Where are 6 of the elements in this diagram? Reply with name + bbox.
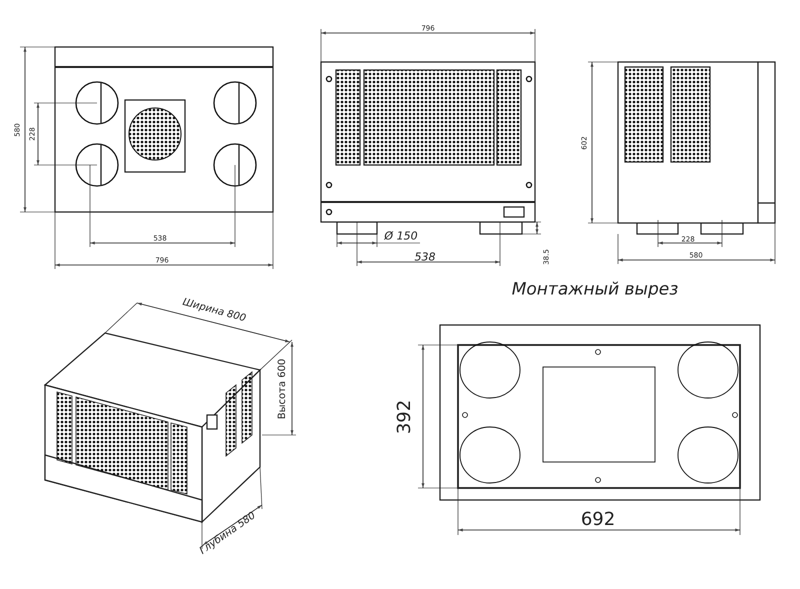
dimension-value: Высота 600 (278, 358, 288, 420)
dimension-value: 692 (580, 511, 616, 529)
dimension-value: 392 (396, 400, 414, 434)
view-title: Монтажный вырез (512, 282, 678, 298)
dimension-value: 538 (414, 252, 436, 262)
dimension-value: Ø 150 (384, 230, 418, 242)
